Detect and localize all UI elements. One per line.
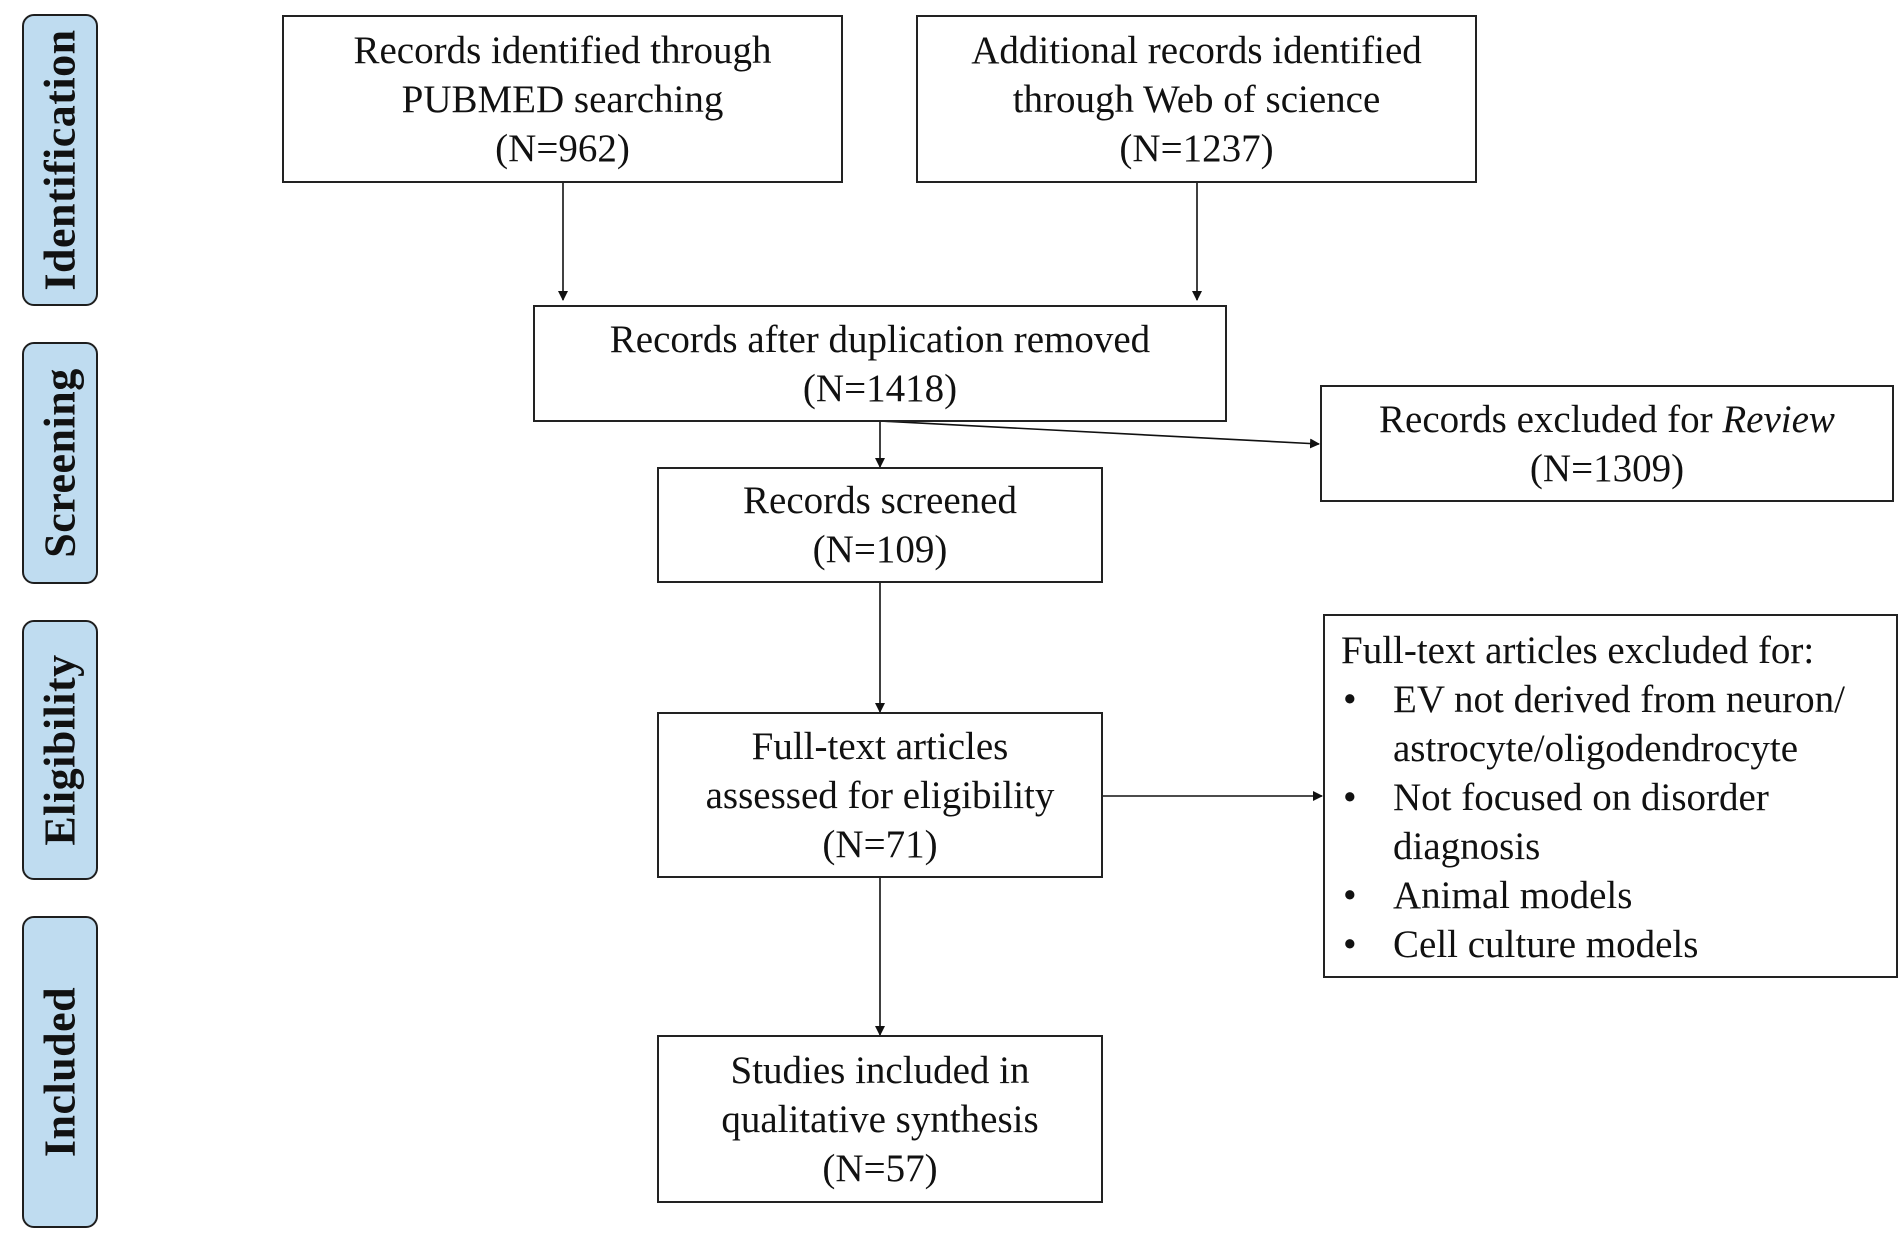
exclusion-reason-item: EV not derived from neuron/ astrocyte/ol… xyxy=(1341,675,1845,773)
studies-included-box: Studies included in qualitative synthesi… xyxy=(657,1035,1103,1203)
arrow-dedup-to-excluded-review xyxy=(879,420,1320,449)
exclusion-reason-item: Cell culture models xyxy=(1341,920,1845,969)
stage-label-screening: Screening xyxy=(35,368,85,558)
screened-records-count: (N=109) xyxy=(812,528,948,571)
screened-records-line1: Records screened xyxy=(743,479,1017,522)
stage-tab-identification: Identification xyxy=(22,14,98,306)
stage-tab-included: Included xyxy=(22,916,98,1228)
fulltext-assessed-line2: assessed for eligibility xyxy=(705,773,1055,817)
stage-tab-eligibility: Eligibility xyxy=(22,620,98,880)
wos-records-box: Additional records identified through We… xyxy=(916,15,1477,183)
fulltext-excluded-box: Full-text articles excluded for: EV not … xyxy=(1323,614,1898,978)
exclusion-reason-item: Not focused on disorder diagnosis xyxy=(1341,773,1845,871)
stage-tab-screening: Screening xyxy=(22,342,98,584)
exclusion-reason-text: astrocyte/oligodendrocyte xyxy=(1393,727,1799,770)
fulltext-assessed-count: (N=71) xyxy=(822,822,938,866)
wos-records-line2: through Web of science xyxy=(1012,77,1381,121)
fulltext-assessed-box: Full-text articles assessed for eligibil… xyxy=(657,712,1103,878)
excluded-review-box: Records excluded for Review (N=1309) xyxy=(1320,385,1894,502)
exclusion-reason-item: Animal models xyxy=(1341,871,1845,920)
stage-label-identification: Identification xyxy=(35,29,85,291)
pubmed-records-line1: Records identified through xyxy=(353,28,772,72)
stage-label-included: Included xyxy=(35,986,85,1158)
studies-included-line2: qualitative synthesis xyxy=(721,1097,1039,1141)
pubmed-records-box: Records identified through PUBMED search… xyxy=(282,15,843,183)
excluded-review-text: Records excluded for xyxy=(1379,397,1723,441)
wos-records-line1: Additional records identified xyxy=(971,28,1422,72)
studies-included-count: (N=57) xyxy=(822,1146,938,1190)
fulltext-excluded-heading: Full-text articles excluded for: xyxy=(1341,629,1815,672)
exclusion-reason-text: Not focused on disorder xyxy=(1393,776,1769,819)
screened-records-box: Records screened (N=109) xyxy=(657,467,1103,583)
exclusion-reason-text: diagnosis xyxy=(1393,825,1541,868)
pubmed-records-count: (N=962) xyxy=(495,126,630,170)
exclusion-reason-text: Cell culture models xyxy=(1393,923,1699,966)
excluded-review-count: (N=1309) xyxy=(1529,446,1685,490)
studies-included-line1: Studies included in xyxy=(730,1048,1030,1092)
fulltext-assessed-line1: Full-text articles xyxy=(751,724,1009,768)
pubmed-records-line2: PUBMED searching xyxy=(401,77,724,121)
exclusion-reason-text: Animal models xyxy=(1393,874,1633,917)
stage-label-eligibility: Eligibility xyxy=(35,654,85,846)
wos-records-count: (N=1237) xyxy=(1119,126,1274,170)
dedup-records-count: (N=1418) xyxy=(802,366,958,410)
dedup-records-line1: Records after duplication removed xyxy=(609,317,1151,361)
exclusion-reasons-list: EV not derived from neuron/ astrocyte/ol… xyxy=(1341,675,1845,969)
exclusion-reason-text: EV not derived from neuron/ xyxy=(1393,678,1846,721)
excluded-review-italic: Review xyxy=(1722,397,1835,441)
dedup-records-box: Records after duplication removed (N=141… xyxy=(533,305,1227,422)
excluded-review-line1: Records excluded for Review xyxy=(1379,395,1835,444)
